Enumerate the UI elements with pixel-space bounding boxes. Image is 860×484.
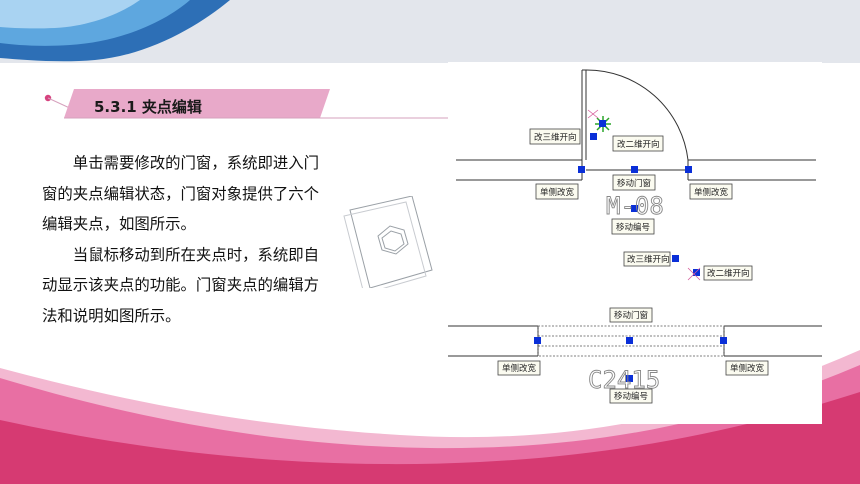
label-window-width-right: 单侧改宽 — [725, 360, 769, 376]
hex-bolt-icon — [343, 196, 433, 288]
label-move-door: 移动门窗 — [612, 174, 656, 191]
svg-text:单侧改宽: 单侧改宽 — [730, 363, 765, 374]
grip-loose-3d[interactable] — [672, 255, 679, 262]
grip-loose-2d[interactable] — [693, 269, 700, 276]
svg-text:移动编号: 移动编号 — [616, 222, 650, 233]
label-move-number: 移动编号 — [611, 218, 655, 235]
label-change-3d-left: 改三维开向 — [529, 128, 581, 145]
svg-text:改二维开向: 改二维开向 — [707, 268, 750, 279]
grip-move-door[interactable] — [631, 166, 638, 173]
section-title: 5.3.1 夹点编辑 — [94, 98, 202, 116]
svg-text:单侧改宽: 单侧改宽 — [502, 363, 537, 374]
label-width-left: 单侧改宽 — [535, 183, 579, 200]
svg-text:改三维开向: 改三维开向 — [534, 132, 577, 143]
label-loose-2d: 改二维开向 — [703, 265, 753, 281]
svg-text:改三维开向: 改三维开向 — [627, 254, 670, 265]
label-change-2d: 改二维开向 — [612, 135, 664, 152]
door-plan — [456, 69, 816, 181]
label-window-move-number: 移动编号 — [609, 388, 653, 404]
label-loose-3d: 改三维开向 — [623, 251, 671, 267]
grip-window-move-number[interactable] — [626, 375, 633, 382]
crosshair-marker — [587, 109, 599, 119]
crosshair-marker-2 — [687, 267, 701, 281]
svg-text:移动门窗: 移动门窗 — [617, 178, 651, 189]
grip-window-move[interactable] — [626, 337, 633, 344]
svg-text:单侧改宽: 单侧改宽 — [540, 187, 575, 198]
svg-text:移动门窗: 移动门窗 — [614, 310, 648, 321]
grip-change-2d[interactable] — [590, 133, 597, 140]
label-window-move-door: 移动门窗 — [609, 307, 653, 323]
svg-text:改二维开向: 改二维开向 — [617, 139, 660, 150]
grip-move-number[interactable] — [631, 205, 638, 212]
cad-figure: .lbl { font-family: "DejaVu Sans", sans-… — [448, 69, 822, 404]
grip-change-3d[interactable] — [599, 120, 606, 127]
label-width-right: 单侧改宽 — [689, 183, 733, 200]
title-banner-shape — [44, 89, 463, 121]
paragraph-1: 单击需要修改的门窗，系统即进入门窗的夹点编辑状态，门窗对象提供了六个编辑夹点，如… — [42, 154, 320, 233]
svg-text:单侧改宽: 单侧改宽 — [694, 187, 729, 198]
grip-window-width-right[interactable] — [720, 337, 727, 344]
paragraph-2: 当鼠标移动到所在夹点时，系统即自动显示该夹点的功能。门窗夹点的编辑方法和说明如图… — [42, 245, 320, 325]
door-tag: M-08 — [606, 192, 664, 220]
grip-width-right[interactable] — [685, 166, 692, 173]
body-text: 单击需要修改的门窗，系统即进入门窗的夹点编辑状态，门窗对象提供了六个编辑夹点，如… — [42, 148, 332, 331]
svg-text:移动编号: 移动编号 — [614, 391, 648, 402]
window-plan — [448, 325, 822, 357]
section-title-banner: 5.3.1 夹点编辑 — [44, 88, 468, 122]
grip-width-left[interactable] — [578, 166, 585, 173]
grip-edit-diagram: .lbl { font-family: "DejaVu Sans", sans-… — [448, 62, 822, 424]
grip-window-width-left[interactable] — [534, 337, 541, 344]
label-window-width-left: 单侧改宽 — [497, 360, 541, 376]
